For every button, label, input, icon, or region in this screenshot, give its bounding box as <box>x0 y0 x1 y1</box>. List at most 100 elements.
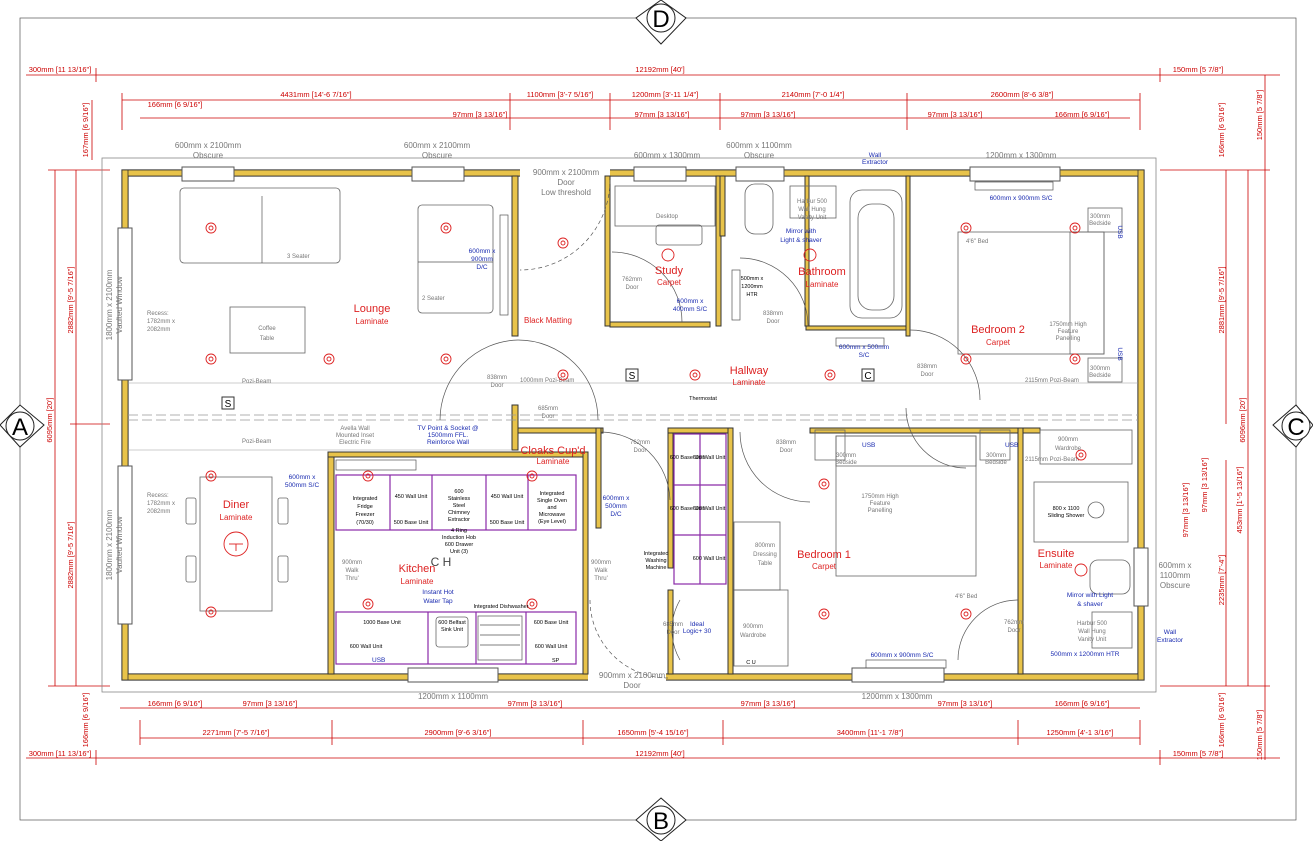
bed2-door-size: 838mm <box>917 364 937 370</box>
marker-c: C <box>1287 414 1304 441</box>
room-kitchen-name: Kitchen <box>399 563 436 575</box>
room-diner-name: Diner <box>223 499 250 511</box>
dim-top-seg4: 2140mm [7'-0 1/4"] <box>782 90 845 99</box>
lounge-door-size: 838mm <box>487 375 507 381</box>
htr-a: 500mm x <box>741 276 764 282</box>
coffee-table-label-a: Coffee <box>258 326 276 332</box>
ensuite-vanity-a: Harbur 500 <box>1077 621 1108 627</box>
ensuite-door-label: Door <box>1007 628 1020 634</box>
coffee-table-label-b: Table <box>260 336 275 342</box>
black-matting-label: Black Matting <box>524 316 572 325</box>
dim-bot-small3: 97mm [3 13/16"] <box>508 699 563 708</box>
ensuite-extractor-b: Extractor <box>1157 637 1184 644</box>
dim-right-room1: 2881mm [9'-5 7/16"] <box>1217 266 1226 333</box>
sink-b: Sink Unit <box>441 627 463 633</box>
walk-left-b: Walk <box>345 568 359 574</box>
ensuite-htr: 500mm x 1200mm HTR <box>1051 651 1120 658</box>
dim-right-top-small: 166mm [6 9/16"] <box>1217 103 1226 158</box>
cu-label: C U <box>746 660 756 666</box>
bed2-feature-b: Feature <box>1058 329 1079 335</box>
window-4-type: Obscure <box>744 151 775 160</box>
oven-c: and <box>547 505 556 511</box>
left-window-bottom-size: 1800mm x 2100mm <box>105 509 114 580</box>
recess-top-b: 1782mm x <box>147 319 175 325</box>
wall-unit-600-b: 600 Wall Unit <box>535 644 568 650</box>
room-bedroom1-name: Bedroom 1 <box>797 549 851 561</box>
dim-top-seg3: 1200mm [3'-11 1/4"] <box>632 90 699 99</box>
hob-b: Induction Hob <box>442 535 476 541</box>
dim-bot-right: 150mm [5 7/8"] <box>1173 749 1224 758</box>
washer-b: Washing <box>645 558 666 564</box>
hob-d: Unit (3) <box>450 549 468 555</box>
bed1-usb2: USB <box>1005 442 1018 449</box>
utility-door-label: Door <box>633 448 646 454</box>
fire-a: Avella Wall <box>340 426 369 432</box>
bath-mirror-b: Light & shaver <box>780 237 822 244</box>
dressing-c: Table <box>758 561 773 567</box>
bed2-door-label: Door <box>920 372 933 378</box>
dim-top-small3: 97mm [3 13/16"] <box>635 110 690 119</box>
utility-door2-label: Door <box>666 630 679 636</box>
ensuite-window-size-a: 600mm x <box>1159 561 1192 570</box>
dim-right-overall: 6096mm [20'] <box>1238 397 1247 442</box>
left-window-bottom-type: Vaulted Window <box>115 516 124 573</box>
study-bath-furniture <box>614 183 903 347</box>
dim-top-seg2: 1100mm [3'-7 5/16"] <box>527 90 594 99</box>
room-study-name: Study <box>655 265 684 277</box>
dim-bot-small6: 166mm [6 9/16"] <box>1055 699 1110 708</box>
dressing-b: Dressing <box>753 552 777 558</box>
bed2-rad: 600mm x 900mm S/C <box>990 195 1053 202</box>
back-door-size: 900mm x 2100mm <box>599 671 666 680</box>
kitchen-rad-a: 600mm x <box>603 495 630 502</box>
room-cloaks-name: Cloaks Cup'd <box>520 445 585 457</box>
walk-right-c: Thru' <box>594 576 607 582</box>
dim-bot-seg4: 3400mm [11'-1 7/8"] <box>837 728 904 737</box>
stair-s2: S <box>629 371 636 382</box>
instant-tap-b: Water Tap <box>423 598 453 605</box>
diner-rad-b: 500mm S/C <box>285 482 320 489</box>
bottom-dimensions: 166mm [6 9/16"] 97mm [3 13/16"] 97mm [3 … <box>26 699 1280 765</box>
room-hallway-name: Hallway <box>730 365 769 377</box>
cloaks-door-label: Door <box>541 414 554 420</box>
oven-a: Integrated <box>540 491 565 497</box>
lounge-furniture: 3 Seater 2 Seater Coffee Table Recess: 1… <box>147 187 509 354</box>
dim-bot-small2: 97mm [3 13/16"] <box>243 699 298 708</box>
dim-bot-seg2: 2900mm [9'-6 3/16"] <box>424 728 491 737</box>
kitchen-rad-b: 500mm <box>605 503 627 510</box>
fire-c: Electric Fire <box>339 440 371 446</box>
hood-d: Chimney <box>448 510 470 516</box>
recess-bottom-c: 2082mm <box>147 509 170 515</box>
marker-d: D <box>652 6 669 33</box>
boiler-b: Logic+ 30 <box>683 628 712 635</box>
ensuite-mirror-b: & shaver <box>1077 601 1103 608</box>
kitchen-furniture <box>335 459 577 665</box>
window-labels: 600mm x 2100mm Obscure 600mm x 2100mm Ob… <box>105 141 1191 701</box>
ensuite-vanity-c: Vanity Unit <box>1078 637 1107 643</box>
washer-a: Integrated <box>644 551 669 557</box>
bed2-usb: USB <box>1116 225 1123 238</box>
wall-unit-600-a: 600 Wall Unit <box>350 644 383 650</box>
wardrobe2-a: 900mm <box>1058 437 1078 443</box>
dim-right-bottom-outer: 150mm [5 7/8"] <box>1255 710 1264 761</box>
bath-vanity-c: Vanity Unit <box>798 215 827 221</box>
room-lounge-floor: Laminate <box>356 317 389 326</box>
fridge-c: Freezer <box>356 512 375 518</box>
base-unit-600: 600 Base Unit <box>534 620 569 626</box>
dim-top-seg5: 2600mm [8'-6 3/8"] <box>991 90 1054 99</box>
dim-right-2235: 2235mm [7'-4"] <box>1217 555 1226 605</box>
lounge-door-label: Door <box>490 383 503 389</box>
dim-top-small1: 166mm [6 9/16"] <box>148 100 203 109</box>
marker-b: B <box>653 808 669 835</box>
fridge-b: Fridge <box>357 504 373 510</box>
wall-unit-450-b: 450 Wall Unit <box>491 494 524 500</box>
bath-vanity-a: Harbur 500 <box>797 199 828 205</box>
wardrobe-b: Wardrobe <box>740 633 767 639</box>
washer-c: Machine <box>646 565 667 571</box>
utility-door2-size: 685mm <box>663 622 683 628</box>
cloaks-door-size: 685mm <box>538 406 558 412</box>
dim-top-small2: 97mm [3 13/16"] <box>453 110 508 119</box>
window-1-type: Obscure <box>193 151 224 160</box>
bath-vanity-b: Wall Hung <box>798 207 825 213</box>
walk-left-a: 900mm <box>342 560 362 566</box>
boiler-a: Ideal <box>690 621 705 628</box>
